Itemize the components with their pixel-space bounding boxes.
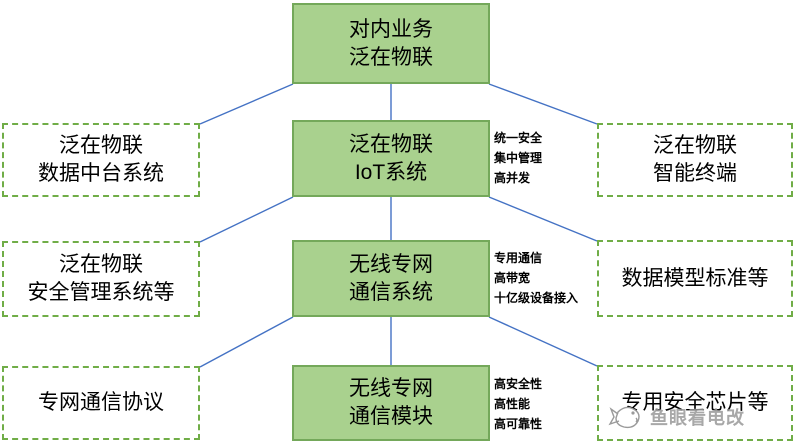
connector-line xyxy=(199,316,294,368)
node-security-management-system: 泛在物联 安全管理系统等 xyxy=(2,241,200,317)
node-smart-terminal: 泛在物联 智能终端 xyxy=(597,123,793,197)
node-wireless-private-network-module: 无线专网 通信模块 xyxy=(292,365,490,441)
fish-logo-icon xyxy=(608,400,648,434)
node-iot-system: 泛在物联 IoT系统 xyxy=(292,120,490,197)
note-wireless-private-network-system: 专用通信 高带宽 十亿级设备接入 xyxy=(494,251,579,305)
connector-line xyxy=(199,83,294,125)
node-internal-business: 对内业务 泛在物联 xyxy=(292,3,490,84)
note-iot-system: 统一安全 集中管理 高并发 xyxy=(494,131,543,185)
node-wireless-private-network-system: 无线专网 通信系统 xyxy=(292,240,490,317)
note-wireless-private-network-module: 高安全性 高性能 高可靠性 xyxy=(494,377,543,431)
watermark: 鱼眼看电改 xyxy=(608,400,745,434)
connector-line xyxy=(488,196,598,242)
node-data-model-standard: 数据模型标准等 xyxy=(597,240,793,317)
watermark-text: 鱼眼看电改 xyxy=(650,408,745,428)
connector-line xyxy=(488,316,598,367)
node-data-middle-platform: 泛在物联 数据中台系统 xyxy=(2,123,200,197)
connector-line xyxy=(488,83,598,125)
node-private-network-protocol: 专网通信协议 xyxy=(2,366,200,440)
node-security-chip: 专用安全芯片等 xyxy=(597,365,793,441)
connector-line xyxy=(199,196,294,243)
